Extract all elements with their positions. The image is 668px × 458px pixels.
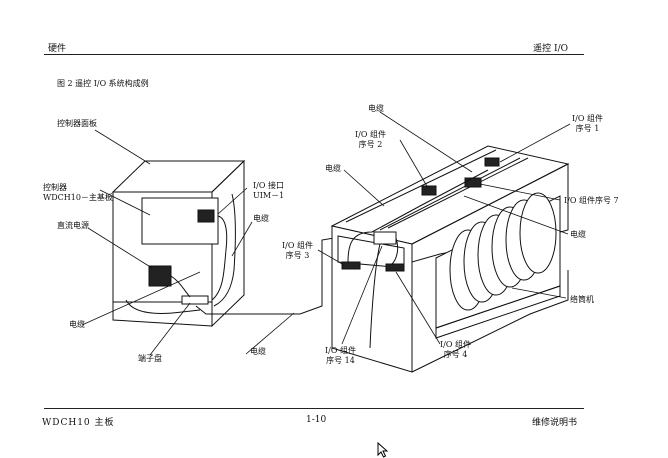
io-unit-2 xyxy=(421,185,437,196)
mouse-pointer-icon xyxy=(377,442,389,458)
page-number: 1-10 xyxy=(306,415,327,425)
label-io-unit-4: I/O 组件 序号 4 xyxy=(440,340,471,359)
label-io-unit-14: I/O 组件 序号 14 xyxy=(325,346,356,365)
io-unit-3 xyxy=(341,261,361,270)
label-controller: 控制器 WDCH10－主基板 xyxy=(43,183,113,202)
io-unit-14 xyxy=(373,231,397,245)
header-rule xyxy=(44,54,584,55)
label-machine: 络筒机 xyxy=(570,295,594,304)
io-unit-1 xyxy=(484,157,500,167)
label-io-unit-1: I/O 组件 序号 1 xyxy=(572,114,603,133)
winding-drums xyxy=(435,192,561,339)
label-cable-bottom: 电缆 xyxy=(250,347,266,356)
figure-title: 图 2 遥控 I/O 系统构成例 xyxy=(57,79,149,88)
main-cable xyxy=(195,235,347,315)
label-io-unit-3: I/O 组件 序号 3 xyxy=(282,241,313,260)
label-control-panel: 控制器面板 xyxy=(57,119,97,128)
label-io-interface: I/O 接口 UIM－1 xyxy=(253,181,285,200)
label-cable-mid: 电缆 xyxy=(253,214,269,223)
machine-body xyxy=(330,145,570,373)
footer-rule xyxy=(44,408,584,409)
footer-product: WDCH10 主板 xyxy=(42,418,115,428)
footer-manual-title: 维修说明书 xyxy=(532,418,578,428)
header-section: 硬件 xyxy=(48,44,67,54)
label-cable-right: 电缆 xyxy=(570,230,586,239)
io-interface-board xyxy=(197,209,215,223)
header-chapter: 遥控 I/O xyxy=(533,44,568,54)
label-cable-top: 电缆 xyxy=(368,104,384,113)
label-io-unit-7: I/O 组件序号 7 xyxy=(564,196,619,205)
label-cable-top-left: 电缆 xyxy=(325,164,341,173)
label-io-unit-2: I/O 组件 序号 2 xyxy=(355,130,386,149)
label-dc-power: 直流电源 xyxy=(57,221,89,230)
control-cabinet xyxy=(111,159,246,328)
label-cable-left: 电缆 xyxy=(69,320,85,329)
label-terminal-block: 端子盘 xyxy=(138,354,162,363)
dc-power-supply xyxy=(148,265,172,287)
terminal-block xyxy=(181,295,209,305)
io-unit-7 xyxy=(464,177,482,188)
io-unit-4 xyxy=(385,263,405,272)
